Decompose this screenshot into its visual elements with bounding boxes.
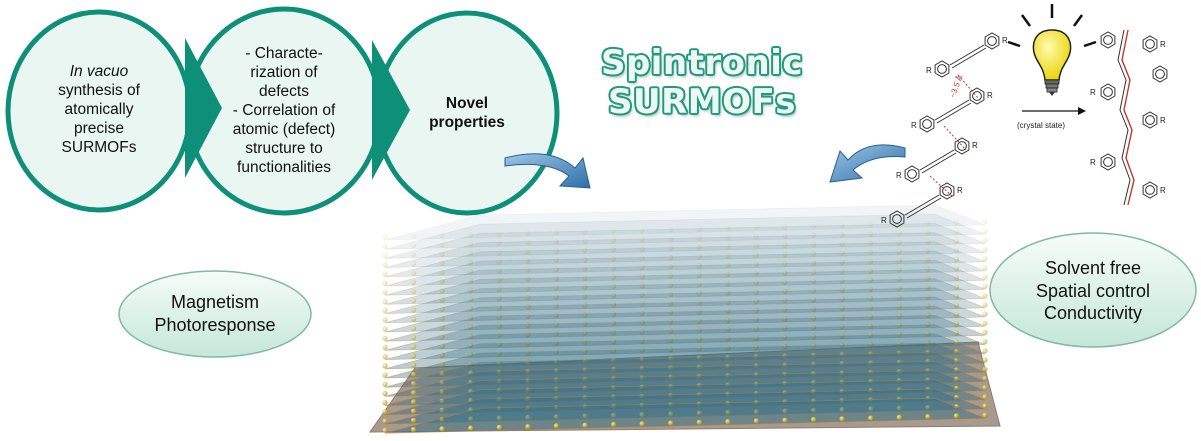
svg-text:R: R — [957, 186, 963, 195]
reactant-structure: R R R R R R R R — [881, 32, 1008, 228]
title-line-1: Spintronic — [600, 43, 804, 83]
page-title: Spintronic SURMOFs — [598, 44, 806, 122]
workflow-step-3-text: Novel properties — [400, 94, 534, 132]
workflow-step-1-line: SURMOFs — [61, 139, 137, 156]
svg-text:R: R — [987, 91, 993, 100]
workflow-connector-2 — [372, 40, 410, 180]
properties-line: Magnetism — [170, 292, 260, 312]
svg-text:R: R — [1160, 116, 1166, 125]
title-line-2: SURMOFs — [608, 82, 796, 122]
workflow-step-2-line: atomic (defect) — [232, 121, 336, 138]
reaction-arrow — [1022, 107, 1086, 115]
properties-oval — [118, 270, 312, 358]
properties-line: Photoresponse — [154, 314, 276, 335]
workflow-step-3-line: Novel — [445, 95, 489, 112]
workflow-step-2-line: defects — [259, 83, 309, 100]
svg-text:R: R — [1090, 88, 1096, 97]
workflow-step-1-text: In vacuo synthesis of atomically precise… — [24, 62, 174, 157]
svg-text:R: R — [911, 121, 917, 130]
workflow-step-2-line: rization of — [250, 64, 318, 81]
workflow-step-2-text: - Characte- rization of defects - Correl… — [204, 44, 364, 177]
svg-text:R: R — [1002, 36, 1008, 45]
curved-arrow-icon — [504, 153, 591, 189]
surmof-lattice-illustration — [369, 204, 1001, 434]
workflow-step-2-line: - Correlation of — [232, 102, 336, 119]
svg-text:R: R — [926, 66, 932, 75]
workflow-step-2-line: functionalities — [237, 159, 331, 176]
workflow-step-2-line: - Characte- — [245, 45, 323, 62]
reaction-condition-label: (crystal state) — [1017, 121, 1066, 130]
workflow-step-1-line: In vacuo — [69, 63, 129, 80]
workflow-step-2-line: structure to — [245, 140, 323, 157]
advantages-oval — [989, 232, 1197, 348]
svg-text:R: R — [972, 141, 978, 150]
svg-text:R: R — [881, 216, 887, 225]
properties-oval-text: Magnetism Photoresponse — [130, 291, 300, 336]
curved-arrow-icon — [829, 144, 906, 183]
workflow-step-1-line: synthesis of — [58, 82, 140, 99]
svg-text:R: R — [1160, 40, 1166, 49]
advantages-line: Solvent free — [1044, 258, 1142, 278]
svg-text:R: R — [1090, 158, 1096, 167]
svg-text:R: R — [1160, 186, 1166, 195]
advantages-oval-text: Solvent free Spatial control Conductivit… — [998, 257, 1188, 325]
workflow-step-3-line: properties — [429, 114, 505, 131]
advantages-line: Conductivity — [1043, 303, 1143, 323]
workflow-step-1-line: atomically — [64, 101, 134, 118]
workflow-connector-1 — [185, 38, 222, 178]
lightbulb-icon — [1007, 4, 1097, 96]
advantages-line: Spatial control — [1035, 280, 1151, 301]
workflow-step-1-line: precise — [74, 120, 124, 137]
product-structure: R R R R R — [1090, 29, 1168, 206]
svg-text:R: R — [896, 171, 902, 180]
